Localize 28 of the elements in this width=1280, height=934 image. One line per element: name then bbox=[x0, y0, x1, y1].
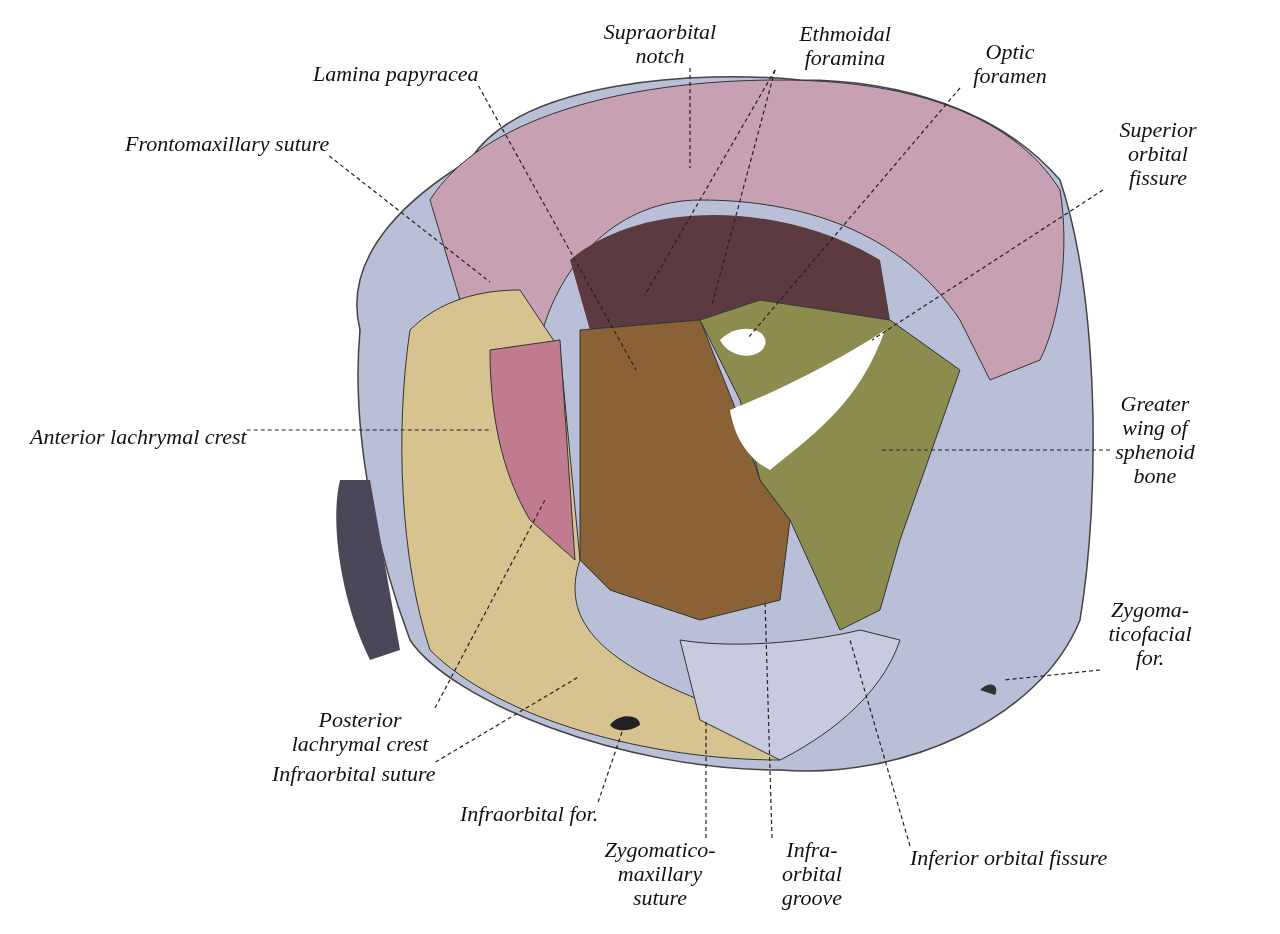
part-label: Greater wing of sphenoid bone bbox=[1110, 392, 1200, 488]
leader-line bbox=[434, 499, 546, 709]
part-label: Supraorbital notch bbox=[585, 20, 735, 68]
leader-line bbox=[705, 719, 707, 839]
part-label: Inferior orbital fissure bbox=[910, 846, 1108, 870]
leader-line bbox=[747, 87, 961, 339]
part-label: Infra- orbital groove bbox=[772, 838, 852, 910]
leader-line bbox=[644, 69, 776, 296]
part-label: Anterior lachrymal crest bbox=[30, 425, 247, 449]
leader-line bbox=[879, 449, 1111, 451]
leader-line bbox=[478, 85, 637, 371]
part-label: Lamina papyracea bbox=[313, 62, 479, 86]
part-label: Infraorbital for. bbox=[460, 802, 599, 826]
leader-line bbox=[871, 189, 1104, 341]
part-label: Frontomaxillary suture bbox=[125, 132, 330, 156]
part-label: Zygoma- ticofacial for. bbox=[1100, 598, 1200, 670]
leader-line bbox=[689, 67, 691, 169]
part-label: Zygomatico- maxillary suture bbox=[597, 838, 723, 910]
leader-line bbox=[328, 155, 491, 283]
part-label: Posterior lachrymal crest bbox=[285, 708, 435, 756]
leader-line bbox=[1003, 669, 1101, 681]
leader-line bbox=[711, 69, 776, 306]
leader-line bbox=[597, 731, 623, 803]
part-label: Infraorbital suture bbox=[272, 762, 436, 786]
part-label: Superior orbital fissure bbox=[1103, 118, 1213, 190]
leader-line bbox=[849, 639, 911, 847]
part-label: Optic foramen bbox=[960, 40, 1060, 88]
part-label: Ethmoidal foramina bbox=[775, 22, 915, 70]
